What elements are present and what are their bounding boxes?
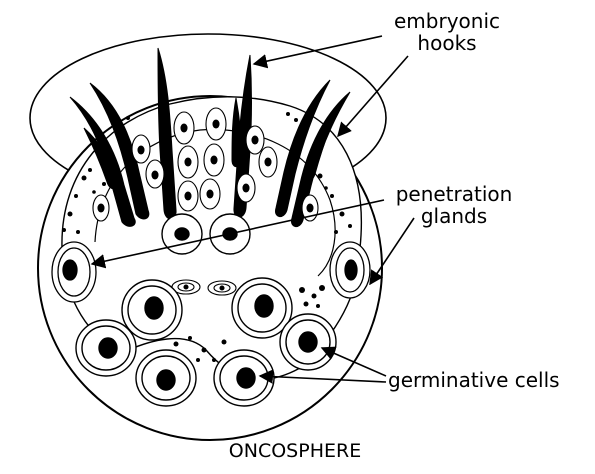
upper-gland-cells: [92, 107, 319, 222]
hook-6: [231, 97, 243, 168]
hook-9: [303, 119, 334, 181]
arrow-hooks-1: [252, 35, 383, 69]
arrow-germ-1: [320, 346, 387, 377]
side-gland-cells: [51, 241, 371, 303]
germinative-cells-label: germinative cells: [388, 368, 560, 392]
hook-2: [89, 82, 150, 220]
middle-lens-cells: [171, 279, 237, 296]
hook-7: [274, 79, 331, 217]
arrow-glands-1: [90, 199, 385, 269]
granules: [62, 112, 352, 362]
hook-3: [83, 127, 118, 189]
penetration-label-line2: glands: [420, 204, 488, 228]
embryonic-hooks-label: embryonic hooks: [382, 10, 512, 54]
embryonic-label-line2: hooks: [417, 31, 477, 55]
penetration-label-line1: penetration: [395, 182, 513, 206]
arrow-glands-2: [369, 217, 415, 286]
arrow-hooks-2: [337, 55, 409, 138]
penetration-glands-label: penetration glands: [384, 183, 524, 227]
embryonic-label-line1: embryonic: [393, 9, 500, 33]
leader-arrows: [90, 35, 415, 384]
arrow-germ-2: [258, 369, 387, 384]
germinative-cells: [75, 277, 337, 407]
diagram-title: ONCOSPHERE: [228, 440, 362, 462]
hook-1: [69, 96, 136, 227]
embryonic-hooks: [69, 47, 351, 227]
